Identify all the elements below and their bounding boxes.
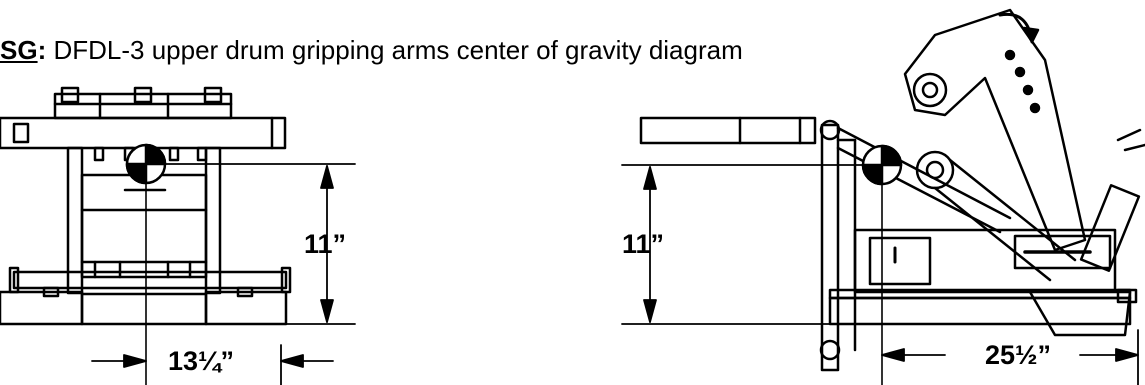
front-top-mechanism <box>53 92 233 120</box>
front-top-end-cap-left <box>12 122 30 144</box>
side-vertical-rail <box>820 123 840 372</box>
front-offset-label: 13¼” <box>168 346 234 376</box>
side-offset-label: 25½” <box>985 340 1051 370</box>
front-height-label: 11” <box>304 229 346 259</box>
side-arm-platform <box>639 116 817 145</box>
caption-text: DFDL-3 upper drum gripping arms center o… <box>46 35 743 65</box>
side-upper-lever <box>903 8 1087 252</box>
front-top-platform <box>0 116 287 150</box>
side-offset-dimension <box>881 329 1139 385</box>
side-horizontal-body <box>853 228 1117 294</box>
caption-colon: : <box>37 35 47 65</box>
front-base-right-foot <box>204 290 288 326</box>
side-height-dimension <box>621 164 864 325</box>
front-view <box>0 86 356 385</box>
front-bottom-rail <box>12 270 288 290</box>
side-hydraulic-cylinder <box>1079 184 1141 272</box>
diagram-caption: SG: DFDL-3 upper drum gripping arms cent… <box>0 28 743 72</box>
front-base-left-foot <box>0 290 84 326</box>
front-height-dimension <box>164 163 356 325</box>
front-offset-dimension <box>91 344 334 385</box>
side-view <box>621 8 1145 385</box>
side-height-label: 11” <box>622 229 664 259</box>
caption-code: SG <box>0 35 38 65</box>
